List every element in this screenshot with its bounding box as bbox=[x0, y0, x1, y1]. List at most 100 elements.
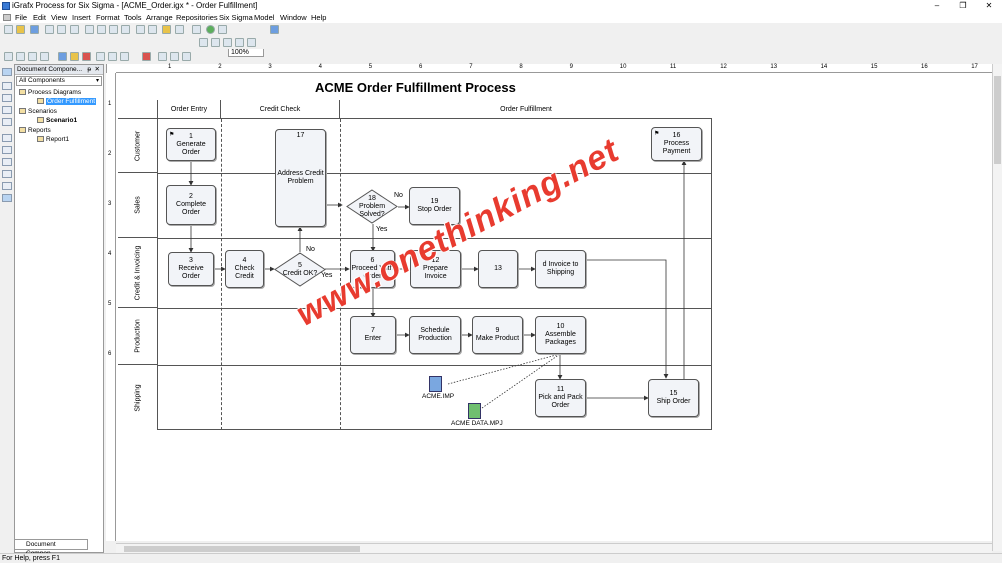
scroll-thumb[interactable] bbox=[124, 546, 360, 552]
menu-window[interactable]: Window bbox=[280, 13, 307, 22]
tree-item-scenarios[interactable]: Scenarios bbox=[19, 108, 57, 116]
component-filter-select[interactable]: All Components ▾ bbox=[16, 76, 102, 86]
print-preview-icon[interactable] bbox=[57, 25, 66, 34]
phase-order-fulfillment[interactable]: Order Fulfillment bbox=[340, 100, 712, 119]
bug-icon[interactable] bbox=[82, 52, 91, 61]
lane-production[interactable]: Production bbox=[118, 308, 158, 365]
menu-model[interactable]: Model bbox=[254, 13, 275, 22]
group-icon[interactable] bbox=[223, 38, 232, 47]
flag-icon[interactable] bbox=[142, 52, 151, 61]
print-icon[interactable] bbox=[45, 25, 54, 34]
resource-icon[interactable] bbox=[96, 52, 105, 61]
undo-icon[interactable] bbox=[136, 25, 145, 34]
task-13[interactable]: 13 bbox=[478, 250, 518, 288]
ellipse-tool-icon[interactable] bbox=[2, 106, 12, 114]
run-icon[interactable] bbox=[4, 52, 13, 61]
close-button[interactable]: ✕ bbox=[985, 1, 993, 10]
menu-arrange[interactable]: Arrange bbox=[146, 13, 173, 22]
document-icon[interactable] bbox=[3, 14, 11, 21]
menu-help[interactable]: Help bbox=[311, 13, 327, 22]
task-send-invoice-to-shipping[interactable]: d Invoice to Shipping bbox=[535, 250, 586, 288]
layer-icon[interactable] bbox=[247, 38, 256, 47]
menu-repositories[interactable]: Repositories bbox=[176, 13, 218, 22]
new-icon[interactable] bbox=[4, 25, 13, 34]
spell-check-icon[interactable] bbox=[70, 25, 79, 34]
tree-item-report1[interactable]: Report1 bbox=[37, 136, 69, 144]
graph-tool-icon[interactable] bbox=[2, 170, 12, 178]
stop-icon[interactable] bbox=[28, 52, 37, 61]
close-panel-icon[interactable]: ✕ bbox=[94, 66, 100, 73]
menu-view[interactable]: View bbox=[51, 13, 68, 22]
document-icon[interactable] bbox=[429, 376, 442, 392]
copy-shape-icon[interactable] bbox=[158, 52, 167, 61]
menu-format[interactable]: Format bbox=[96, 13, 120, 22]
text-tool-icon[interactable] bbox=[2, 158, 12, 166]
tree-item-order-fulfillment[interactable]: Order Fulfillment bbox=[37, 98, 97, 106]
format-painter-icon[interactable] bbox=[121, 25, 130, 34]
copy-icon[interactable] bbox=[97, 25, 106, 34]
menu-tools[interactable]: Tools bbox=[124, 13, 142, 22]
align-icon[interactable] bbox=[199, 38, 208, 47]
document-components-tab[interactable]: Document Compon... bbox=[14, 539, 88, 557]
menu-six-sigma[interactable]: Six Sigma bbox=[219, 13, 253, 22]
menu-edit[interactable]: Edit bbox=[33, 13, 46, 22]
rounded-rect-tool-icon[interactable] bbox=[2, 94, 12, 102]
line-tool-icon[interactable] bbox=[2, 134, 12, 142]
transaction-icon[interactable] bbox=[108, 52, 117, 61]
redo-icon[interactable] bbox=[148, 25, 157, 34]
save-icon[interactable] bbox=[30, 25, 39, 34]
rectangle-tool-icon[interactable] bbox=[2, 82, 12, 90]
tree-item-scenario1[interactable]: Scenario1 bbox=[37, 117, 77, 125]
tree-item-process-diagrams[interactable]: Process Diagrams bbox=[19, 89, 81, 97]
lane-shipping[interactable]: Shipping bbox=[118, 365, 158, 430]
maximize-button[interactable]: ❐ bbox=[959, 1, 967, 10]
menu-insert[interactable]: Insert bbox=[72, 13, 91, 22]
simulate-icon[interactable] bbox=[58, 52, 67, 61]
polyline-tool-icon[interactable] bbox=[2, 146, 12, 154]
grid-icon[interactable] bbox=[235, 38, 244, 47]
horizontal-scrollbar[interactable] bbox=[116, 543, 992, 553]
table-icon[interactable] bbox=[192, 25, 201, 34]
zoom-tool-icon[interactable] bbox=[2, 182, 12, 190]
phase-credit-check[interactable]: Credit Check bbox=[221, 100, 340, 119]
pen-icon[interactable] bbox=[175, 25, 184, 34]
tree-item-reports[interactable]: Reports bbox=[19, 127, 51, 135]
help-icon[interactable] bbox=[270, 25, 279, 34]
lane-sales[interactable]: Sales bbox=[118, 173, 158, 238]
vertical-scrollbar[interactable] bbox=[992, 64, 1002, 551]
menu-file[interactable]: File bbox=[15, 13, 28, 22]
phase-order-entry[interactable]: Order Entry bbox=[158, 100, 221, 119]
shapes-icon[interactable] bbox=[162, 25, 171, 34]
task-schedule-production[interactable]: Schedule Production bbox=[409, 316, 461, 354]
distribute-icon[interactable] bbox=[211, 38, 220, 47]
diamond-tool-icon[interactable] bbox=[2, 118, 12, 126]
paste-icon[interactable] bbox=[109, 25, 118, 34]
lane-customer[interactable]: Customer bbox=[118, 119, 158, 173]
document-icon[interactable] bbox=[468, 403, 481, 419]
zoom-in-icon[interactable] bbox=[206, 25, 215, 34]
formula-icon[interactable] bbox=[120, 52, 129, 61]
lightning-icon[interactable] bbox=[70, 52, 79, 61]
step-icon[interactable] bbox=[40, 52, 49, 61]
scroll-thumb[interactable] bbox=[994, 76, 1001, 164]
open-icon[interactable] bbox=[16, 25, 25, 34]
minimize-button[interactable]: – bbox=[934, 1, 940, 10]
lane-credit-invoicing[interactable]: Credit & Invoicing bbox=[118, 238, 158, 308]
pause-icon[interactable] bbox=[16, 52, 25, 61]
connector-icon[interactable] bbox=[170, 52, 179, 61]
pin-icon[interactable]: ᵽ bbox=[87, 66, 91, 73]
